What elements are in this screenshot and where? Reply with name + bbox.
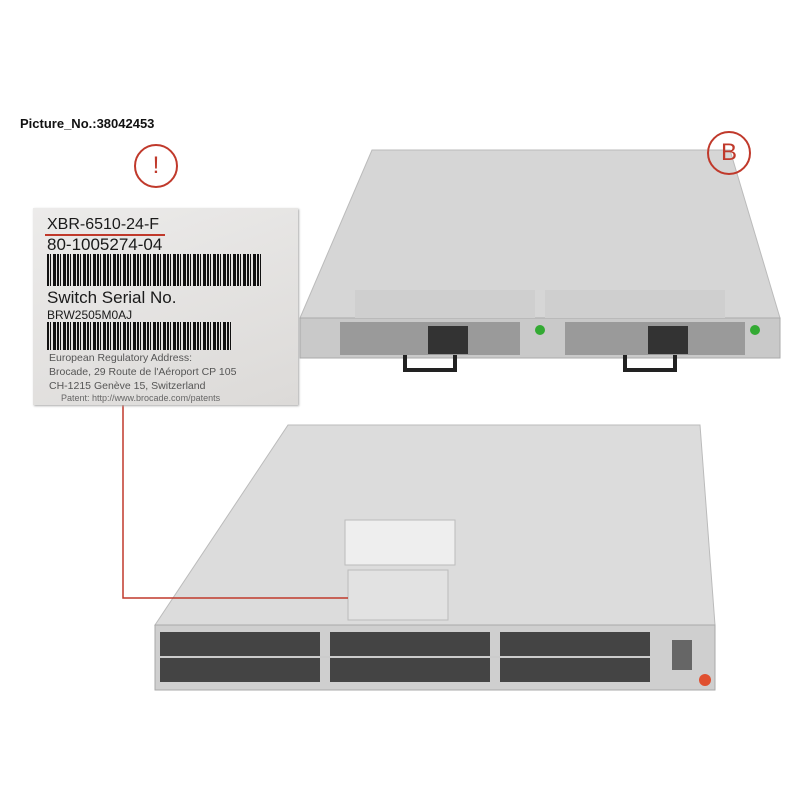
callout-line <box>122 385 348 599</box>
switch-front-view <box>154 424 716 691</box>
serial-barcode <box>47 322 232 350</box>
part-number: 80-1005274-04 <box>47 235 163 254</box>
serial-heading: Switch Serial No. <box>47 288 177 307</box>
address-line: CH-1215 Genève 15, Switzerland <box>49 380 206 392</box>
patent-text: Patent: http://www.brocade.com/patents <box>61 393 221 403</box>
address-line: Brocade, 29 Route de l'Aéroport CP 105 <box>49 366 237 378</box>
model-number: XBR-6510-24-F <box>47 216 160 233</box>
view-b-marker: B <box>707 131 751 175</box>
attention-marker: ! <box>134 144 178 188</box>
picture-number: Picture_No.:38042453 <box>20 116 155 131</box>
serial-label: XBR-6510-24-F 80-1005274-04 Switch Seria… <box>33 208 298 405</box>
switch-rear-view <box>299 149 781 372</box>
serial-number: BRW2505M0AJ <box>47 308 133 322</box>
model-underline <box>45 234 165 236</box>
address-line: European Regulatory Address: <box>49 352 193 364</box>
part-barcode <box>47 254 262 286</box>
